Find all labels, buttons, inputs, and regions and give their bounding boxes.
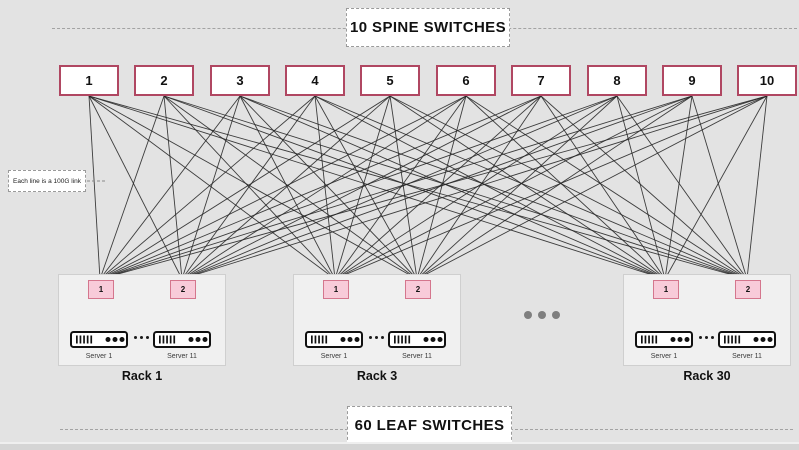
server-label: Server 1	[650, 353, 678, 360]
spine-banner-label: 10 SPINE SWITCHES	[349, 19, 506, 36]
server-icon	[153, 331, 211, 348]
rack-continuation-dots-icon	[524, 311, 560, 319]
server-ellipsis-icon	[696, 336, 716, 339]
spine-switch-9: 9	[662, 65, 722, 96]
leaf-switch-1: 1	[653, 280, 679, 299]
server-label: Server 11	[402, 353, 432, 360]
spine-switch-1: 1	[59, 65, 119, 96]
spine-switch-3: 3	[210, 65, 270, 96]
server-ellipsis-icon	[366, 336, 386, 339]
server-icon	[70, 331, 128, 348]
leaf-switch-2: 2	[735, 280, 761, 299]
link-speed-note: Each line is a 100G link	[8, 170, 86, 192]
rack-1-label: Rack 1	[121, 369, 163, 383]
rack-1: 1 2 Server 1 Server 11	[58, 274, 226, 366]
spine-switch-4: 4	[285, 65, 345, 96]
spine-switch-6: 6	[436, 65, 496, 96]
leaf-switch-1: 1	[88, 280, 114, 299]
server-label: Server 1	[320, 353, 348, 360]
leaf-switch-2: 2	[170, 280, 196, 299]
rack-3: 1 2 Server 1 Server 11	[293, 274, 461, 366]
leaf-banner: 60 LEAF SWITCHES	[347, 406, 512, 445]
spine-switch-10: 10	[737, 65, 797, 96]
leaf-switch-2: 2	[405, 280, 431, 299]
leaf-banner-label: 60 LEAF SWITCHES	[354, 417, 505, 434]
spine-switch-5: 5	[360, 65, 420, 96]
rack-30: 1 2 Server 1 Server 11	[623, 274, 791, 366]
server-ellipsis-icon	[131, 336, 151, 339]
server-label: Server 1	[85, 353, 113, 360]
leaf-switch-1: 1	[323, 280, 349, 299]
spine-switch-8: 8	[587, 65, 647, 96]
server-label: Server 11	[732, 353, 762, 360]
bottom-edge-strip	[0, 442, 799, 450]
spine-switch-2: 2	[134, 65, 194, 96]
server-icon	[635, 331, 693, 348]
spine-banner: 10 SPINE SWITCHES	[346, 8, 510, 47]
spine-switch-7: 7	[511, 65, 571, 96]
link-speed-note-label: Each line is a 100G link	[13, 177, 81, 185]
server-label: Server 11	[167, 353, 197, 360]
rack-30-label: Rack 30	[683, 369, 731, 383]
server-icon	[388, 331, 446, 348]
server-icon	[718, 331, 776, 348]
rack-3-label: Rack 3	[356, 369, 398, 383]
server-icon	[305, 331, 363, 348]
